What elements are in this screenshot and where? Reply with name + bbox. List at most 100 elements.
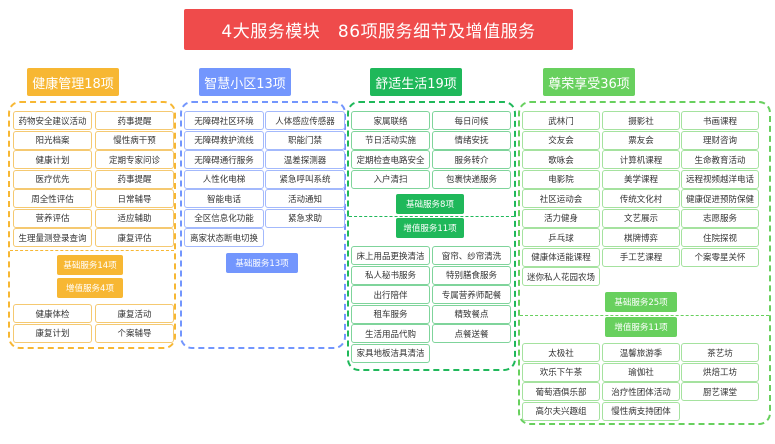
- basic-service-item[interactable]: 健康促进预防保健: [681, 189, 759, 208]
- basic-service-item[interactable]: 药事提醒: [95, 111, 174, 130]
- section-divider: [520, 315, 769, 316]
- value-added-service-item[interactable]: 健康体检: [13, 304, 92, 323]
- basic-service-item[interactable]: 离家状态断电切换: [184, 228, 264, 247]
- basic-service-item[interactable]: 家属联络: [351, 111, 430, 130]
- basic-service-item[interactable]: 文艺展示: [602, 208, 680, 228]
- basic-service-item[interactable]: 节日活动实施: [351, 130, 430, 150]
- basic-service-item[interactable]: 生命教育活动: [681, 150, 759, 169]
- basic-service-item[interactable]: 适应辅助: [95, 208, 174, 228]
- basic-service-item[interactable]: 每日问候: [432, 111, 511, 130]
- basic-service-item[interactable]: 人体感应传感器: [265, 111, 345, 130]
- basic-service-item[interactable]: 远程视频越洋电话: [681, 169, 759, 189]
- value-added-service-item[interactable]: 欢乐下午茶: [522, 362, 600, 382]
- value-added-service-item[interactable]: 温馨旅游季: [602, 343, 680, 362]
- basic-service-item[interactable]: 紧急呼叫系统: [265, 169, 345, 189]
- value-added-service-item[interactable]: 特别膳食服务: [432, 265, 511, 285]
- section-divider: [349, 216, 514, 217]
- basic-service-item[interactable]: 温差探测器: [265, 150, 345, 169]
- module-header-honor[interactable]: 尊荣享受36项: [543, 68, 635, 96]
- value-added-service-item[interactable]: 茶艺坊: [681, 343, 759, 362]
- value-added-service-item[interactable]: 出行陪伴: [351, 285, 430, 304]
- value-added-service-item[interactable]: 烘焙工坊: [681, 362, 759, 382]
- value-added-service-item[interactable]: 专属营养师配餐: [432, 285, 511, 304]
- basic-service-item[interactable]: 乒乓球: [522, 228, 600, 247]
- basic-service-item[interactable]: 定期检查电路安全: [351, 150, 430, 169]
- basic-service-item[interactable]: 周全性评估: [13, 189, 92, 208]
- basic-service-item[interactable]: 阳光档案: [13, 130, 92, 150]
- value-added-services-label: 增值服务11项: [396, 218, 464, 238]
- value-added-service-item[interactable]: 康复活动: [95, 304, 174, 323]
- basic-service-item[interactable]: 理财咨询: [681, 130, 759, 150]
- basic-service-item[interactable]: 人性化电梯: [184, 169, 264, 189]
- value-added-service-item[interactable]: 慢性病支持团体: [602, 401, 680, 421]
- module-header-health[interactable]: 健康管理18项: [27, 68, 119, 96]
- module-panel-comfort: [347, 101, 516, 371]
- basic-service-item[interactable]: 包裹快递服务: [432, 169, 511, 189]
- value-added-service-item[interactable]: 个案辅导: [95, 323, 174, 343]
- value-added-service-item[interactable]: 床上用品更换清洁: [351, 246, 430, 265]
- basic-service-item[interactable]: 个案零星关怀: [681, 247, 759, 267]
- value-added-service-item[interactable]: 厨艺课堂: [681, 382, 759, 401]
- basic-service-item[interactable]: 传统文化村: [602, 189, 680, 208]
- value-added-services-label: 增值服务11项: [605, 317, 677, 337]
- basic-service-item[interactable]: 活动通知: [265, 189, 345, 208]
- basic-service-item[interactable]: 紧急求助: [265, 208, 345, 228]
- basic-service-item[interactable]: 电影院: [522, 169, 600, 189]
- basic-service-item[interactable]: 票友会: [602, 130, 680, 150]
- module-panel-smart: [180, 101, 346, 349]
- value-added-service-item[interactable]: 精致餐点: [432, 304, 511, 324]
- value-added-service-item[interactable]: 家具地板洁具清洁: [351, 343, 430, 363]
- basic-service-item[interactable]: 健康体适能课程: [522, 247, 600, 267]
- module-panel-honor: [518, 101, 771, 425]
- basic-service-item[interactable]: 药物安全建议活动: [13, 111, 92, 130]
- value-added-service-item[interactable]: 治疗性团体活动: [602, 382, 680, 401]
- basic-service-item[interactable]: 无障碍救护流线: [184, 130, 264, 150]
- basic-service-item[interactable]: 康复评估: [95, 228, 174, 247]
- basic-service-item[interactable]: 无障碍通行服务: [184, 150, 264, 169]
- value-added-service-item[interactable]: 私人秘书服务: [351, 265, 430, 285]
- basic-service-item[interactable]: 日常辅导: [95, 189, 174, 208]
- value-added-service-item[interactable]: 太极社: [522, 343, 600, 362]
- basic-service-item[interactable]: 摄影社: [602, 111, 680, 130]
- basic-services-label: 基础服务14项: [57, 255, 123, 275]
- basic-service-item[interactable]: 美学课程: [602, 169, 680, 189]
- value-added-service-item[interactable]: 窗帘、纱帘清洗: [432, 246, 511, 265]
- value-added-service-item[interactable]: 瑜伽社: [602, 362, 680, 382]
- basic-service-item[interactable]: 智能电话: [184, 189, 264, 208]
- basic-service-item[interactable]: 职能门禁: [265, 130, 345, 150]
- basic-service-item[interactable]: 住院探视: [681, 228, 759, 247]
- basic-service-item[interactable]: 无障碍社区环境: [184, 111, 264, 130]
- basic-service-item[interactable]: 医疗优先: [13, 169, 92, 189]
- value-added-service-item[interactable]: 租车服务: [351, 304, 430, 324]
- basic-service-item[interactable]: 迷你私人花园农场: [522, 267, 600, 286]
- basic-service-item[interactable]: 情绪安抚: [432, 130, 511, 150]
- basic-service-item[interactable]: 全区信息化功能: [184, 208, 264, 228]
- value-added-service-item[interactable]: 葡萄酒俱乐部: [522, 382, 600, 401]
- value-added-service-item[interactable]: 生活用品代购: [351, 324, 430, 343]
- basic-service-item[interactable]: 手工艺课程: [602, 247, 680, 267]
- basic-service-item[interactable]: 定期专家问诊: [95, 150, 174, 169]
- basic-service-item[interactable]: 歌咏会: [522, 150, 600, 169]
- module-panel-health: [8, 101, 176, 349]
- value-added-service-item[interactable]: 点餐送餐: [432, 324, 511, 343]
- basic-services-label: 基础服务25项: [605, 292, 677, 312]
- basic-service-item[interactable]: 生理量测登录查询: [13, 228, 92, 247]
- basic-service-item[interactable]: 书画课程: [681, 111, 759, 130]
- basic-service-item[interactable]: 志愿服务: [681, 208, 759, 228]
- module-header-smart[interactable]: 智慧小区13项: [199, 68, 291, 96]
- basic-service-item[interactable]: 计算机课程: [602, 150, 680, 169]
- basic-service-item[interactable]: 武林门: [522, 111, 600, 130]
- basic-service-item[interactable]: 活力健身: [522, 208, 600, 228]
- value-added-service-item[interactable]: 高尔夫兴趣组: [522, 401, 600, 421]
- basic-service-item[interactable]: 服务转介: [432, 150, 511, 169]
- basic-service-item[interactable]: 社区运动会: [522, 189, 600, 208]
- basic-service-item[interactable]: 棋牌博弈: [602, 228, 680, 247]
- basic-service-item[interactable]: 营养评估: [13, 208, 92, 228]
- basic-service-item[interactable]: 药事提醒: [95, 169, 174, 189]
- basic-service-item[interactable]: 健康计划: [13, 150, 92, 169]
- value-added-service-item[interactable]: 康复计划: [13, 323, 92, 343]
- module-header-comfort[interactable]: 舒适生活19项: [370, 68, 462, 96]
- basic-service-item[interactable]: 入户清扫: [351, 169, 430, 189]
- basic-service-item[interactable]: 交友会: [522, 130, 600, 150]
- basic-service-item[interactable]: 慢性病干预: [95, 130, 174, 150]
